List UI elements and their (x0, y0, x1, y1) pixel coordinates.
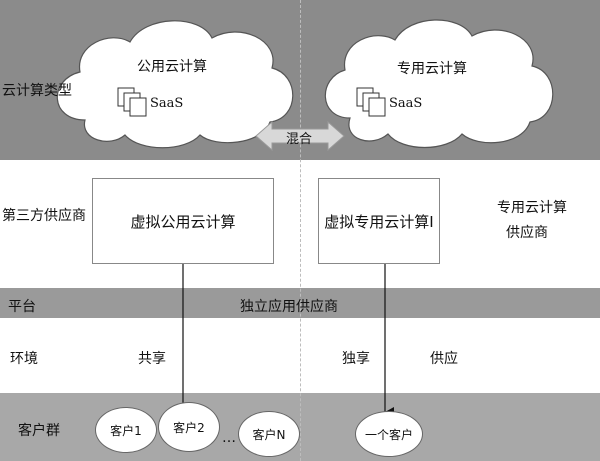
independent-app-provider: 独立应用供应商 (240, 299, 338, 315)
single-customer: 一个客户 (355, 411, 423, 457)
environment-exclusive: 独享 (342, 351, 370, 367)
virtual-public-cloud-box: 虚拟公用云计算 (92, 178, 274, 264)
private-cloud-title: 专用云计算 (397, 61, 467, 77)
customer-1-label: 客户1 (110, 423, 142, 438)
public-saas-label: SaaS (150, 96, 184, 111)
private-provider-line1: 专用云计算 (497, 200, 567, 216)
environment-shared: 共享 (138, 351, 166, 367)
private-cloud-shape (324, 19, 554, 149)
public-cloud-shape (56, 20, 294, 149)
private-provider-line2: 供应商 (506, 225, 548, 241)
virtual-private-cloud-label: 虚拟专用云计算I (324, 212, 434, 231)
single-customer-label: 一个客户 (364, 427, 413, 442)
customer-2: 客户2 (158, 402, 220, 452)
virtual-public-cloud-label: 虚拟公用云计算 (130, 212, 236, 231)
public-saas-icon (117, 87, 147, 117)
public-cloud-title: 公用云计算 (137, 59, 207, 75)
private-saas-icon (356, 87, 386, 117)
center-divider (300, 0, 301, 461)
row-label-third-party: 第三方供应商 (2, 208, 86, 224)
customer-1: 客户1 (95, 407, 157, 453)
private-saas-label: SaaS (389, 96, 423, 111)
row-label-environment: 环境 (10, 351, 38, 367)
row-label-customer-group: 客户群 (18, 423, 60, 439)
customer-n: 客户N (238, 411, 300, 457)
row-label-platform: 平台 (8, 299, 36, 315)
hybrid-double-arrow (255, 120, 345, 152)
environment-supply: 供应 (430, 351, 458, 367)
hybrid-label: 混合 (286, 132, 313, 147)
customer-2-label: 客户2 (173, 420, 205, 435)
customer-ellipsis: … (222, 430, 236, 446)
row-label-cloud-type: 云计算类型 (2, 83, 72, 99)
virtual-private-cloud-box: 虚拟专用云计算I (318, 178, 440, 264)
customer-n-label: 客户N (252, 427, 286, 442)
